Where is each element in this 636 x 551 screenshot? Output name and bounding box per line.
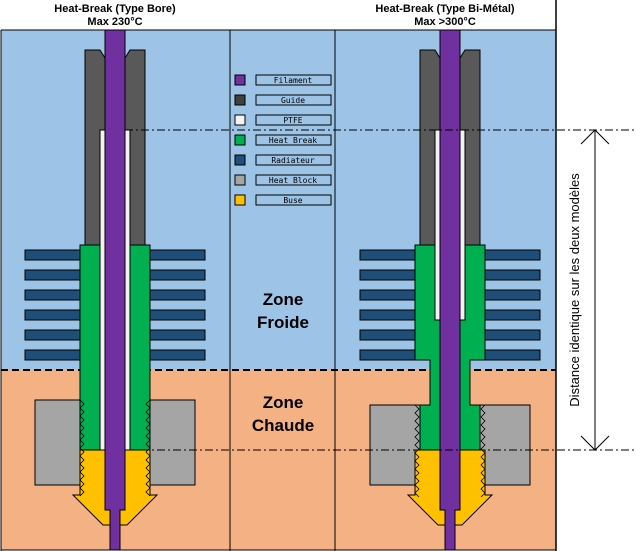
left-title-line2: Max 230°C bbox=[87, 16, 143, 28]
legend-label-box bbox=[255, 154, 332, 166]
legend-label: Heat Block bbox=[269, 176, 317, 185]
legend-label: Buse bbox=[283, 196, 302, 205]
legend-item: Heat Block bbox=[234, 174, 332, 186]
legend-label-box bbox=[255, 114, 332, 126]
legend-item: PTFE bbox=[234, 114, 332, 126]
dimension-arrow bbox=[580, 129, 610, 451]
radiator-fin bbox=[359, 269, 416, 281]
legend-label-box bbox=[255, 174, 332, 186]
radiator-fin bbox=[149, 269, 206, 281]
radiator-fin bbox=[149, 309, 206, 321]
legend-item: Heat Break bbox=[234, 134, 332, 146]
legend-item: Filament bbox=[234, 74, 332, 86]
radiator-fin bbox=[484, 249, 541, 261]
legend-item: Guide bbox=[234, 94, 332, 106]
left-radiator bbox=[24, 249, 206, 361]
radiator-fin bbox=[24, 309, 81, 321]
legend-item: Radiateur bbox=[234, 154, 332, 166]
radiator-fin bbox=[149, 289, 206, 301]
legend-swatch bbox=[234, 94, 246, 106]
right-title-line1: Heat-Break (Type Bi-Métal) bbox=[375, 3, 515, 15]
radiator-fin bbox=[149, 329, 206, 341]
radiator-fin bbox=[484, 349, 541, 361]
legend-label: Radiateur bbox=[271, 156, 315, 165]
radiator-fin bbox=[359, 349, 416, 361]
legend-swatch bbox=[234, 194, 246, 206]
right-title-line2: Max >300°C bbox=[414, 16, 476, 28]
radiator-fin bbox=[24, 349, 81, 361]
radiator-fin bbox=[359, 289, 416, 301]
radiator-fin bbox=[359, 309, 416, 321]
right-thread-right bbox=[480, 404, 486, 498]
left-model-title: Heat-Break (Type Bore) Max 230°C bbox=[20, 3, 210, 29]
legend-item: Buse bbox=[234, 194, 332, 206]
legend-label-box bbox=[255, 194, 332, 206]
radiator-fin bbox=[484, 289, 541, 301]
left-filament bbox=[104, 29, 126, 551]
radiator-fin bbox=[149, 249, 206, 261]
left-thread-left bbox=[79, 399, 85, 497]
left-hotend bbox=[24, 29, 206, 551]
legend-label: Guide bbox=[281, 96, 305, 105]
cold-zone-label-line1: Zone bbox=[263, 290, 304, 309]
left-thread-right bbox=[145, 399, 151, 497]
radiator-fin bbox=[149, 349, 206, 361]
radiator-fin bbox=[484, 269, 541, 281]
right-hotend bbox=[359, 29, 541, 551]
radiator-fin bbox=[24, 249, 81, 261]
dimension-arrow-top-head bbox=[580, 129, 610, 145]
left-title-line1: Heat-Break (Type Bore) bbox=[54, 3, 176, 15]
radiator-fin bbox=[24, 269, 81, 281]
hot-zone-label-line1: Zone bbox=[263, 393, 304, 412]
radiator-fin bbox=[359, 249, 416, 261]
dimension-arrow-bottom-head bbox=[580, 435, 610, 451]
right-thread-left bbox=[414, 404, 420, 498]
hot-zone-label-line2: Chaude bbox=[252, 416, 314, 435]
dimension-label: Distance identique sur les deux modèles bbox=[567, 173, 582, 407]
legend-label: Filament bbox=[274, 76, 313, 85]
radiator-fin bbox=[484, 329, 541, 341]
right-radiator bbox=[359, 249, 541, 361]
legend-swatch bbox=[234, 154, 246, 166]
legend-swatch bbox=[234, 74, 246, 86]
legend-swatch bbox=[234, 134, 246, 146]
legend-label: PTFE bbox=[283, 116, 302, 125]
radiator-fin bbox=[484, 309, 541, 321]
radiator-fin bbox=[359, 329, 416, 341]
legend-label: Heat Break bbox=[269, 136, 317, 145]
radiator-fin bbox=[24, 329, 81, 341]
legend-swatch bbox=[234, 174, 246, 186]
legend-label-box bbox=[255, 74, 332, 86]
legend-label-box bbox=[255, 134, 332, 146]
right-model-title: Heat-Break (Type Bi-Métal) Max >300°C bbox=[350, 3, 540, 29]
radiator-fin bbox=[24, 289, 81, 301]
legend-swatch bbox=[234, 114, 246, 126]
legend-label-box bbox=[255, 94, 332, 106]
cold-zone-label-line2: Froide bbox=[257, 313, 309, 332]
right-filament bbox=[439, 29, 461, 551]
